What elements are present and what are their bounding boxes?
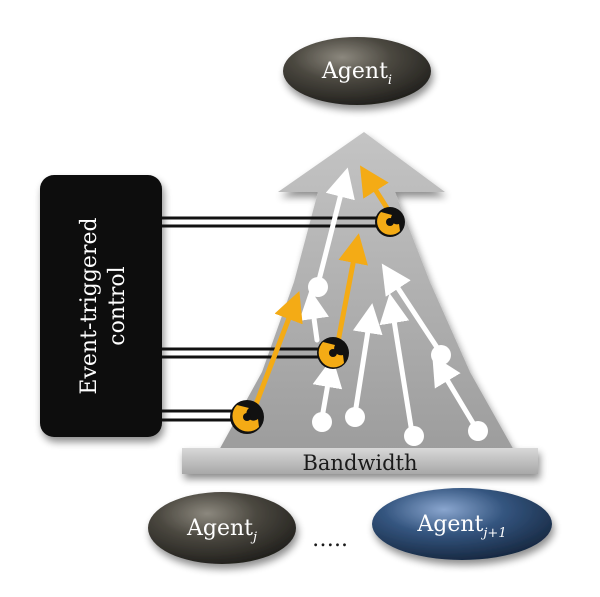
bandwidth-label: Bandwidth <box>302 451 417 475</box>
agent-j-node <box>148 492 296 564</box>
agents-ellipsis: ….. <box>312 527 348 552</box>
wrench-icon <box>375 207 405 237</box>
agent-j-plus-1-subscript: j+1 <box>480 526 506 541</box>
agent-j-plus-1-label: Agent <box>416 512 483 537</box>
agent-j-plus-1-node <box>372 488 552 560</box>
wrench-icon <box>230 400 264 434</box>
wrench-icon <box>317 337 349 369</box>
svg-text:Agentj: Agentj <box>186 516 257 545</box>
control-box-label-line2: control <box>105 266 130 345</box>
white-nodes <box>308 277 488 446</box>
agent-i-node <box>283 37 431 105</box>
control-box-label-line1: Event-triggered <box>77 217 102 394</box>
agent-i-subscript: i <box>388 73 392 88</box>
agent-i-label: Agent <box>321 59 388 84</box>
white-arrows <box>299 167 479 436</box>
control-connectors <box>162 216 380 422</box>
svg-text:Agentj+1: Agentj+1 <box>416 512 506 541</box>
agent-j-subscript: j <box>250 530 257 545</box>
event-triggered-control-box <box>40 175 162 437</box>
agent-j-label: Agent <box>186 516 253 541</box>
svg-text:Agenti: Agenti <box>321 59 392 88</box>
